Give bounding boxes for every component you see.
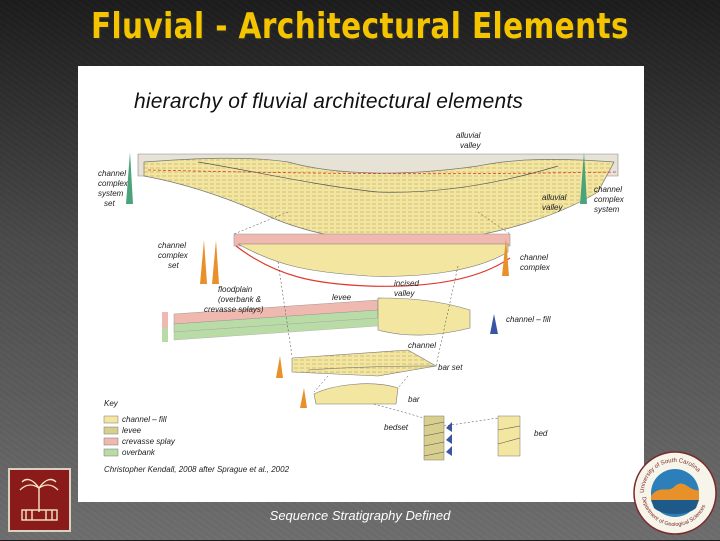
- svg-text:valley: valley: [394, 289, 415, 298]
- legend-swatch-levee: [104, 427, 118, 434]
- label-channel: channel: [408, 341, 436, 350]
- bed-block: [498, 416, 520, 456]
- label-floodplain: floodplain (overbank & crevasse splays): [204, 285, 264, 314]
- label-channel-complex-system: channel complex system: [594, 185, 625, 214]
- slide-caption: Sequence Stratigraphy Defined: [0, 508, 720, 523]
- svg-text:complex: complex: [158, 251, 189, 260]
- marker-bar-set: [276, 356, 283, 378]
- department-seal-logo: University of South Carolina Department …: [632, 450, 718, 541]
- label-levee: levee: [332, 293, 352, 302]
- label-incised-valley: incised valley: [394, 279, 419, 298]
- floodplain-column: [162, 312, 168, 342]
- marker-channel-complex-set-2: [212, 240, 219, 284]
- svg-text:valley: valley: [542, 203, 563, 212]
- legend-label-crevasse-splay: crevasse splay: [122, 437, 176, 446]
- svg-text:system: system: [594, 205, 620, 214]
- svg-text:crevasse splays): crevasse splays): [204, 305, 264, 314]
- legend-swatch-channel-fill: [104, 416, 118, 423]
- bar-section: [314, 384, 398, 404]
- legend-label-overbank: overbank: [122, 448, 156, 457]
- channel-section: [292, 350, 436, 376]
- bedset-markers: [446, 422, 452, 456]
- svg-text:(overbank &: (overbank &: [218, 295, 261, 304]
- svg-text:valley: valley: [460, 141, 481, 150]
- fluvial-hierarchy-diagram: alluvial valley channel complex system s…: [78, 66, 644, 502]
- legend-title: Key: [104, 399, 119, 408]
- svg-text:incised: incised: [394, 279, 419, 288]
- figure-credit: Christopher Kendall, 2008 after Sprague …: [104, 465, 290, 474]
- svg-text:floodplain: floodplain: [218, 285, 253, 294]
- bedset-column: [424, 416, 444, 460]
- svg-text:set: set: [104, 199, 115, 208]
- legend-label-levee: levee: [122, 426, 142, 435]
- label-channel-complex: channel complex: [520, 253, 551, 272]
- svg-text:alluvial: alluvial: [542, 193, 567, 202]
- slide-title: Fluvial - Architectural Elements: [65, 6, 655, 47]
- label-channel-complex-set: channel complex set: [158, 241, 189, 270]
- svg-text:channel: channel: [594, 185, 622, 194]
- svg-text:system: system: [98, 189, 124, 198]
- label-bar-set: bar set: [438, 363, 463, 372]
- label-channel-complex-system-set: channel complex system set: [98, 169, 129, 208]
- svg-text:complex: complex: [594, 195, 625, 204]
- marker-channel-fill: [490, 314, 498, 334]
- svg-text:channel: channel: [98, 169, 126, 178]
- legend: Key channel – fill levee crevasse splay …: [104, 399, 176, 457]
- marker-channel-complex-set-1: [200, 240, 207, 284]
- usc-palmetto-logo: [8, 468, 71, 532]
- marker-bar: [300, 388, 307, 408]
- label-channel-fill: channel – fill: [506, 315, 551, 324]
- marker-channel-complex-system-set: [126, 152, 133, 204]
- svg-text:channel: channel: [158, 241, 186, 250]
- svg-text:complex: complex: [520, 263, 551, 272]
- svg-text:complex: complex: [98, 179, 129, 188]
- label-bed: bed: [534, 429, 548, 438]
- label-alluvial-valley-top: alluvial valley: [456, 131, 481, 150]
- svg-text:alluvial: alluvial: [456, 131, 481, 140]
- legend-swatch-overbank: [104, 449, 118, 456]
- svg-text:channel: channel: [520, 253, 548, 262]
- channel-complex-set-section: [234, 234, 510, 286]
- label-bedset: bedset: [384, 423, 409, 432]
- svg-text:set: set: [168, 261, 179, 270]
- label-bar: bar: [408, 395, 420, 404]
- legend-label-channel-fill: channel – fill: [122, 415, 167, 424]
- legend-swatch-crevasse-splay: [104, 438, 118, 445]
